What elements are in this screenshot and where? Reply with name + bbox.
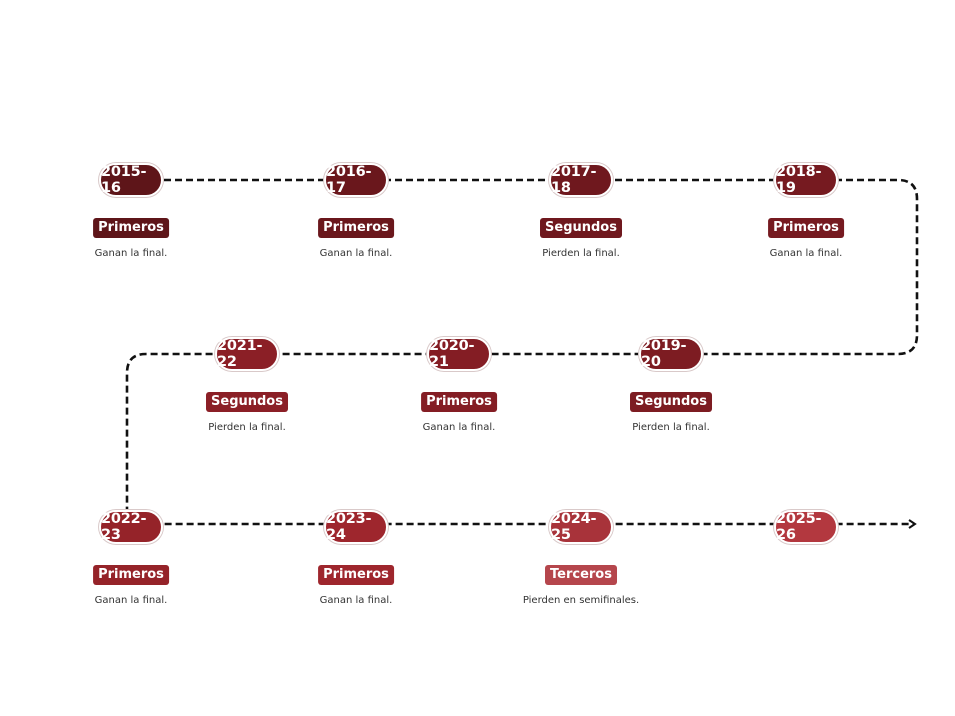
result-note: Ganan la final.	[422, 422, 496, 433]
result-note: Ganan la final.	[94, 595, 168, 606]
season-pill: 2025-26	[774, 510, 838, 544]
season-pill: 2023-24	[324, 510, 388, 544]
result-badge: Primeros	[768, 218, 844, 238]
result-badge: Primeros	[318, 218, 394, 238]
season-pill: 2019-20	[639, 337, 703, 371]
result-badge: Primeros	[318, 565, 394, 585]
season-pill: 2018-19	[774, 163, 838, 197]
result-note: Ganan la final.	[769, 248, 843, 259]
result-badge: Primeros	[421, 392, 497, 412]
result-badge: Segundos	[630, 392, 712, 412]
season-pill: 2016-17	[324, 163, 388, 197]
season-pill: 2024-25	[549, 510, 613, 544]
season-pill: 2021-22	[215, 337, 279, 371]
result-note: Ganan la final.	[319, 248, 393, 259]
result-badge: Primeros	[93, 565, 169, 585]
result-note: Pierden la final.	[542, 248, 620, 259]
season-pill: 2015-16	[99, 163, 163, 197]
timeline-dashed-line	[125, 178, 919, 529]
result-note: Ganan la final.	[319, 595, 393, 606]
season-pill: 2017-18	[549, 163, 613, 197]
result-note: Pierden la final.	[632, 422, 710, 433]
result-note: Pierden en semifinales.	[522, 595, 640, 606]
result-badge: Segundos	[540, 218, 622, 238]
result-badge: Segundos	[206, 392, 288, 412]
result-note: Pierden la final.	[208, 422, 286, 433]
result-note: Ganan la final.	[94, 248, 168, 259]
season-pill: 2022-23	[99, 510, 163, 544]
result-badge: Terceros	[545, 565, 617, 585]
season-pill: 2020-21	[427, 337, 491, 371]
result-badge: Primeros	[93, 218, 169, 238]
